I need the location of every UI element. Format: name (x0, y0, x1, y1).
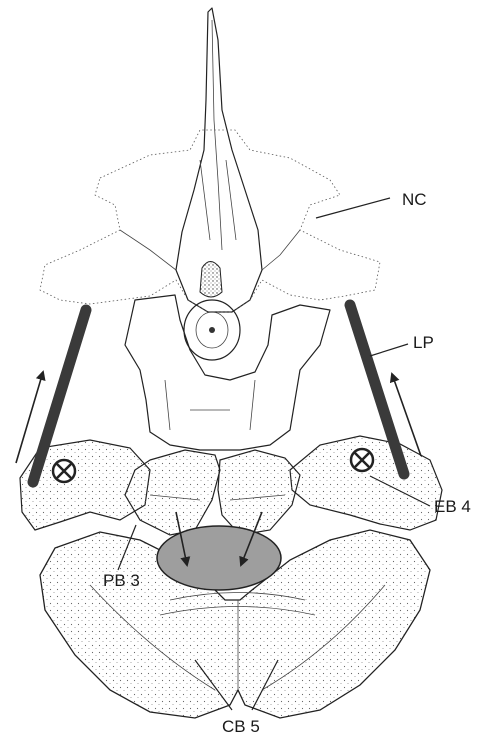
pharyngobranchial-3 (125, 450, 300, 535)
label-nc: NC (402, 190, 427, 209)
leader-lp (370, 344, 408, 356)
x-circle-icon (53, 460, 75, 482)
x-circle-icon (351, 449, 373, 471)
label-eb4: EB 4 (434, 497, 471, 516)
label-cb5: CB 5 (222, 717, 260, 736)
leader-nc (316, 198, 390, 218)
neurocranium (40, 8, 380, 450)
label-pb3: PB 3 (103, 571, 140, 590)
label-lp: LP (413, 333, 434, 352)
pharyngeal-pad (157, 526, 281, 590)
